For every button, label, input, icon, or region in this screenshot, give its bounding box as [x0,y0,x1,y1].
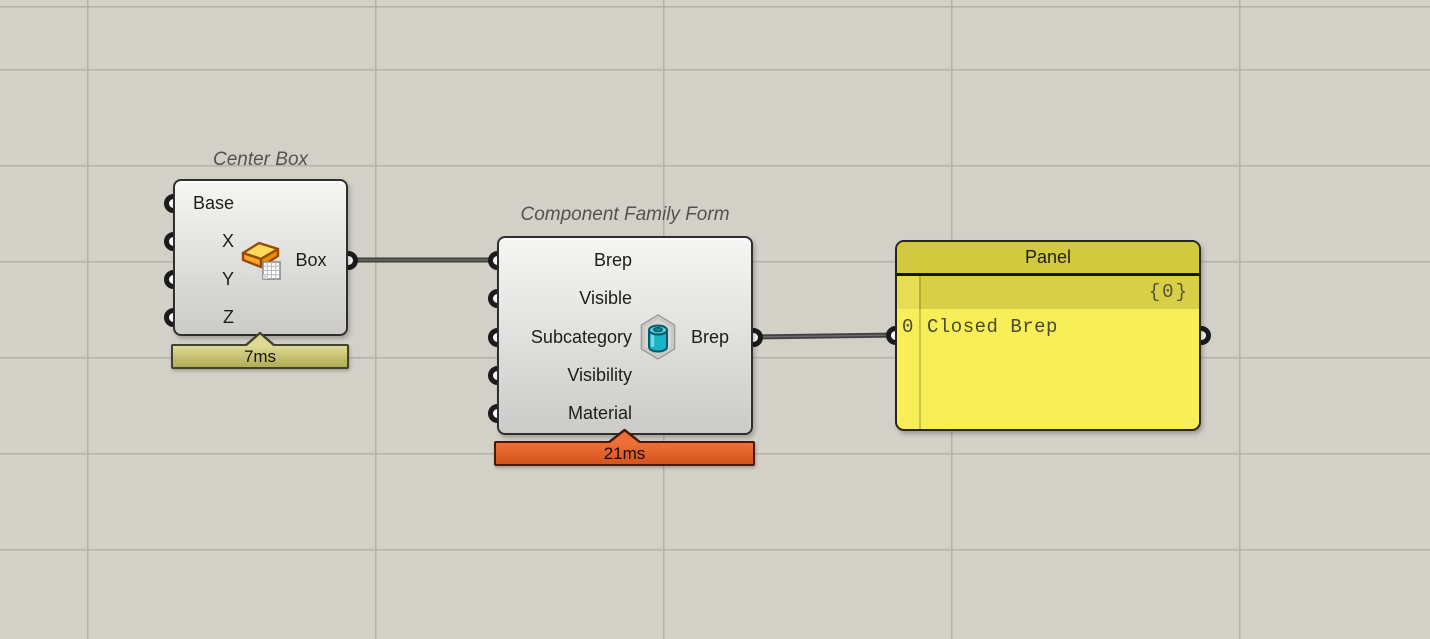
panel-row-index: 0 [902,316,914,338]
runtime-badge-notch [607,428,642,443]
panel-title: Panel [897,242,1199,273]
family-form-cylinder-icon [640,314,676,360]
input-label-y: Y [221,269,234,289]
runtime-badge-notch [244,331,276,346]
runtime-badge-family-form: 21ms [494,441,755,466]
panel-component[interactable]: Panel {0} 0 Closed Brep [895,240,1201,431]
output-label-brep: Brep [690,327,730,347]
component-family-form[interactable] [497,236,753,435]
data-path-label: {0} [1148,281,1189,303]
input-label-brep: Brep [593,250,632,270]
input-label-z: Z [223,307,234,327]
data-path-badge: {0} [897,276,1199,309]
input-label-subcategory: Subcategory [530,327,632,347]
input-label-material: Material [567,403,632,423]
panel-index-separator [919,276,921,429]
input-label-visibility: Visibility [567,365,632,385]
input-label-base: Base [192,193,234,213]
panel-header-divider [897,273,1199,276]
panel-body[interactable]: 0 Closed Brep [897,276,1199,429]
wire-brep-to-panel-core [752,334,896,338]
panel-index-column-shade [897,276,919,309]
input-label-x: X [221,231,234,251]
input-label-visible: Visible [579,288,632,308]
runtime-badge-center-box: 7ms [171,344,349,369]
center-box-icon [241,241,281,280]
component-title-family-form: Component Family Form [520,204,730,225]
panel-row-value: Closed Brep [927,316,1058,338]
output-label-box: Box [295,250,327,270]
panel-row: 0 Closed Brep [897,314,1199,340]
component-title-center-box: Center Box [212,149,309,170]
